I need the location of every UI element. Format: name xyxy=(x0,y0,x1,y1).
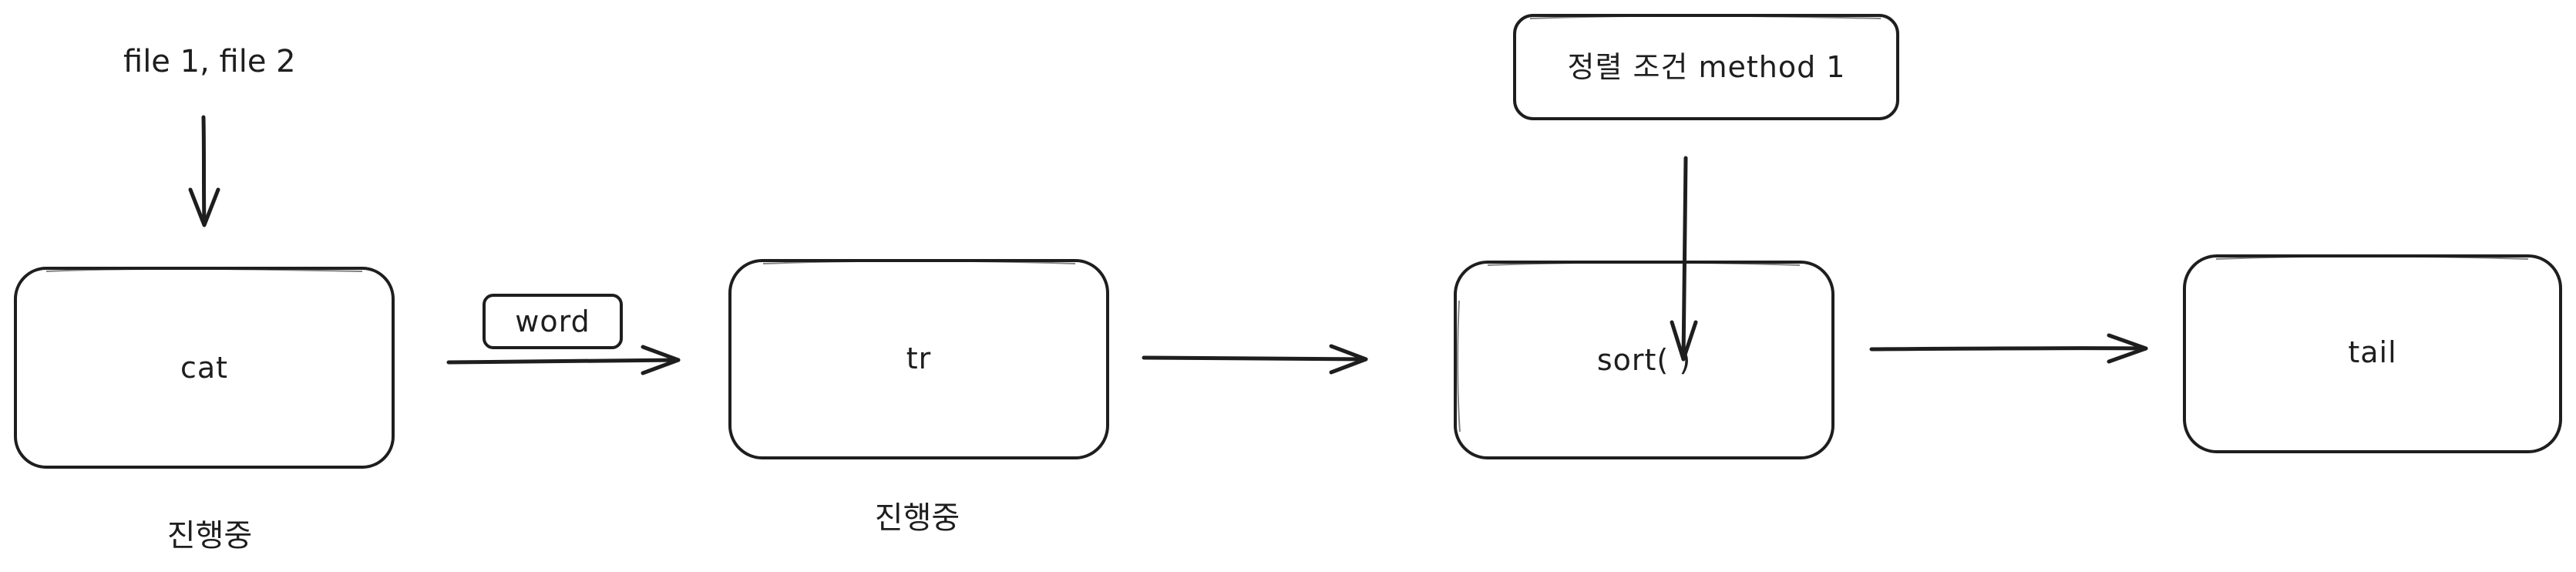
node-cat[interactable]: cat xyxy=(14,267,395,469)
node-tail-label: tail xyxy=(2348,335,2396,369)
arrow-condition-to-sort xyxy=(1670,156,1698,362)
status-tr-label: 진행중 xyxy=(875,500,960,536)
node-sort-condition-label: 정렬 조건 method 1 xyxy=(1567,50,1845,84)
arrow-cat-to-tr xyxy=(446,345,681,375)
input-files-label: file 1, file 2 xyxy=(123,44,296,79)
arrow-tr-to-sort xyxy=(1142,344,1368,375)
arrow-files-to-cat xyxy=(188,115,220,227)
status-cat-label: 진행중 xyxy=(167,518,252,553)
node-tail[interactable]: tail xyxy=(2183,254,2562,453)
node-word-label: word xyxy=(515,305,590,338)
arrow-sort-to-tail xyxy=(1869,333,2148,364)
node-sort-label: sort( ) xyxy=(1597,343,1691,377)
node-word[interactable]: word xyxy=(483,294,623,349)
node-cat-label: cat xyxy=(180,351,228,385)
node-sort[interactable]: sort( ) xyxy=(1454,261,1834,459)
node-sort-condition[interactable]: 정렬 조건 method 1 xyxy=(1513,14,1899,120)
node-tr[interactable]: tr xyxy=(728,259,1109,459)
node-tr-label: tr xyxy=(906,342,932,375)
